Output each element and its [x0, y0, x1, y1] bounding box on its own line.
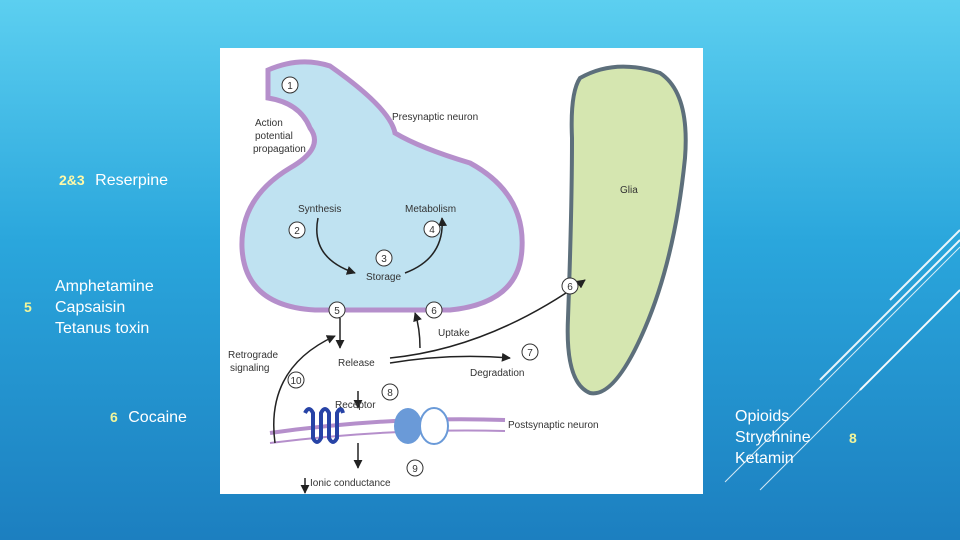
synthesis-arrow [316, 217, 356, 275]
ionic-label: Ionic conductance [310, 478, 391, 489]
svg-text:6: 6 [567, 282, 573, 293]
postsynaptic-membrane [269, 429, 506, 444]
presynaptic-neuron-shape [239, 59, 525, 313]
svg-text:4: 4 [429, 225, 435, 236]
svg-text:8: 8 [387, 388, 393, 399]
synapse-svg: Presynaptic neuron Action potential prop… [228, 59, 688, 494]
svg-text:2: 2 [294, 226, 300, 237]
synapse-diagram: Presynaptic neuron Action potential prop… [220, 48, 703, 494]
step-number: 2&3 [59, 172, 85, 188]
drug-list-8: Opioids Strychnine Ketamin [735, 406, 811, 469]
step-circle: 4 [423, 220, 441, 238]
step-circle: 6 [561, 277, 579, 295]
step-circle: 2 [288, 221, 306, 239]
drug-name: Opioids [735, 408, 790, 425]
glia-uptake-arrow [389, 279, 586, 359]
presynaptic-label: Presynaptic neuron [392, 112, 478, 123]
postsynaptic-label: Postsynaptic neuron [508, 420, 599, 431]
retrograde-label: Retrograde [228, 350, 278, 361]
ion-channel-receptor [419, 407, 449, 445]
svg-text:6: 6 [431, 306, 437, 317]
svg-text:10: 10 [290, 376, 302, 387]
postsynaptic-membrane [269, 417, 506, 435]
step-circle: 7 [521, 343, 539, 361]
storage-label: Storage [366, 272, 401, 283]
step-number: 5 [24, 299, 32, 315]
step-circle: 3 [375, 249, 393, 267]
drug-name: Strychnine [735, 429, 811, 446]
step-circle: 6 [425, 301, 443, 319]
metabolism-label: Metabolism [405, 204, 456, 215]
drug-name: Capsaisin [55, 299, 126, 316]
step-circle: 8 [381, 383, 399, 401]
cocaine-label: 6 Cocaine [110, 407, 187, 428]
svg-text:5: 5 [334, 306, 340, 317]
action-label: potential [255, 131, 293, 142]
action-label: propagation [253, 144, 306, 155]
svg-text:1: 1 [287, 81, 293, 92]
step-circle: 10 [287, 371, 305, 389]
drug-name: Reserpine [95, 172, 169, 189]
uptake-arrow [413, 312, 422, 349]
receptor-label: Receptor [335, 400, 376, 411]
uptake-label: Uptake [438, 328, 470, 339]
synthesis-label: Synthesis [298, 204, 341, 215]
step-circle: 1 [281, 76, 299, 94]
step-number: 6 [110, 409, 118, 425]
drug-list-5: Amphetamine Capsaisin Tetanus toxin [55, 276, 154, 339]
drug-name: Tetanus toxin [55, 320, 150, 337]
metabotropic-receptor [303, 407, 345, 444]
retrograde-label: signaling [230, 363, 269, 374]
drug-name: Ketamin [735, 450, 794, 467]
metabolism-arrow [404, 217, 448, 274]
degradation-label: Degradation [470, 368, 524, 379]
reserpine-label: 2&3 Reserpine [59, 170, 168, 191]
svg-text:9: 9 [412, 464, 418, 475]
ion-channel-receptor [394, 408, 422, 444]
glia-shape [565, 64, 688, 396]
glia-label: Glia [620, 185, 638, 196]
svg-text:7: 7 [527, 348, 533, 359]
step-circle: 5 [328, 301, 346, 319]
action-label: Action [255, 118, 283, 129]
step-number: 8 [849, 430, 857, 446]
svg-text:3: 3 [381, 254, 387, 265]
retrograde-arrow [273, 335, 336, 444]
release-label: Release [338, 358, 375, 369]
degradation-arrow [389, 352, 511, 364]
drug-name: Amphetamine [55, 278, 154, 295]
drug-name: Cocaine [128, 409, 187, 426]
step-circle: 9 [406, 459, 424, 477]
